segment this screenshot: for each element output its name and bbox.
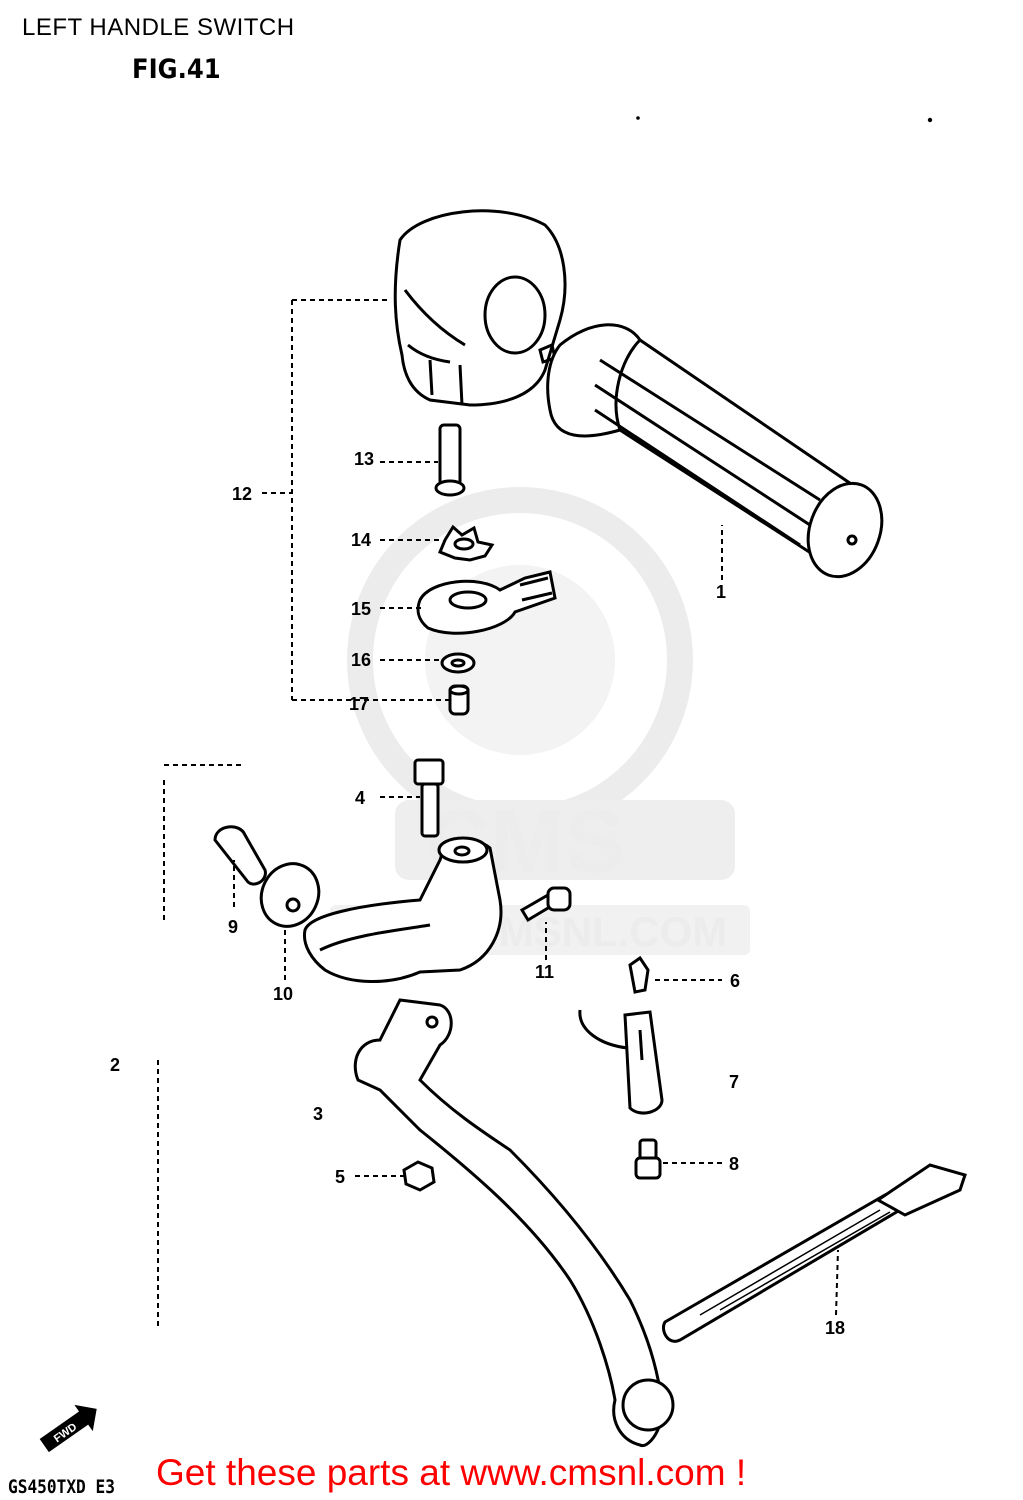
- part-bolt-4: [413, 758, 445, 838]
- part-nut-5: [402, 1160, 436, 1192]
- part-collar-10: [259, 862, 321, 928]
- callout-13: 13: [354, 449, 374, 469]
- model-code: GS450TXD E3: [8, 1476, 115, 1498]
- part-grip: [546, 323, 884, 579]
- callout-2: 2: [110, 1055, 120, 1075]
- callout-4: 4: [355, 788, 365, 808]
- fwd-arrow-icon: FWD: [39, 1404, 97, 1453]
- callout-numbers: 1 2 3 4 5 6 7 8 9 10 11 12 13 14 15 16 1…: [110, 449, 845, 1338]
- callout-8: 8: [729, 1154, 739, 1174]
- scan-dots: [636, 116, 933, 123]
- callout-7: 7: [729, 1072, 739, 1092]
- part-screw-8: [634, 1138, 662, 1180]
- callout-17: 17: [349, 694, 369, 714]
- part-6: [628, 955, 650, 994]
- part-washer-16: [440, 652, 476, 674]
- part-star-washer-14: [438, 524, 495, 562]
- callout-10: 10: [273, 984, 293, 1004]
- part-switch-15: [416, 570, 557, 635]
- part-clutch-lever-3: [353, 998, 675, 1447]
- part-switch-housing: [393, 209, 567, 407]
- callout-9: 9: [228, 917, 238, 937]
- leader-lines: [157, 299, 839, 1330]
- callout-14: 14: [351, 530, 371, 550]
- page-title: LEFT HANDLE SWITCH: [22, 14, 295, 41]
- callout-6: 6: [730, 971, 740, 991]
- callout-12: 12: [232, 484, 252, 504]
- part-cable-tie-18: [662, 1163, 967, 1343]
- callout-3: 3: [313, 1104, 323, 1124]
- cta-link[interactable]: Get these parts at www.cmsnl.com !: [156, 1452, 747, 1493]
- part-pin-9: [213, 825, 267, 886]
- cms-watermark: CMS WWW.CMSNL.COM: [330, 487, 750, 955]
- callout-1: 1: [716, 582, 726, 602]
- callout-18: 18: [825, 1318, 845, 1338]
- part-screw-11: [519, 886, 572, 923]
- callout-11: 11: [535, 962, 554, 982]
- part-screw-17: [448, 684, 470, 716]
- callout-5: 5: [335, 1167, 345, 1187]
- part-screw-13: [434, 423, 466, 497]
- callout-16: 16: [351, 650, 371, 670]
- part-lever-holder: [302, 836, 503, 983]
- callout-15: 15: [351, 599, 371, 619]
- part-switch-7: [578, 1009, 664, 1115]
- figure-number: FIG.41: [132, 54, 221, 85]
